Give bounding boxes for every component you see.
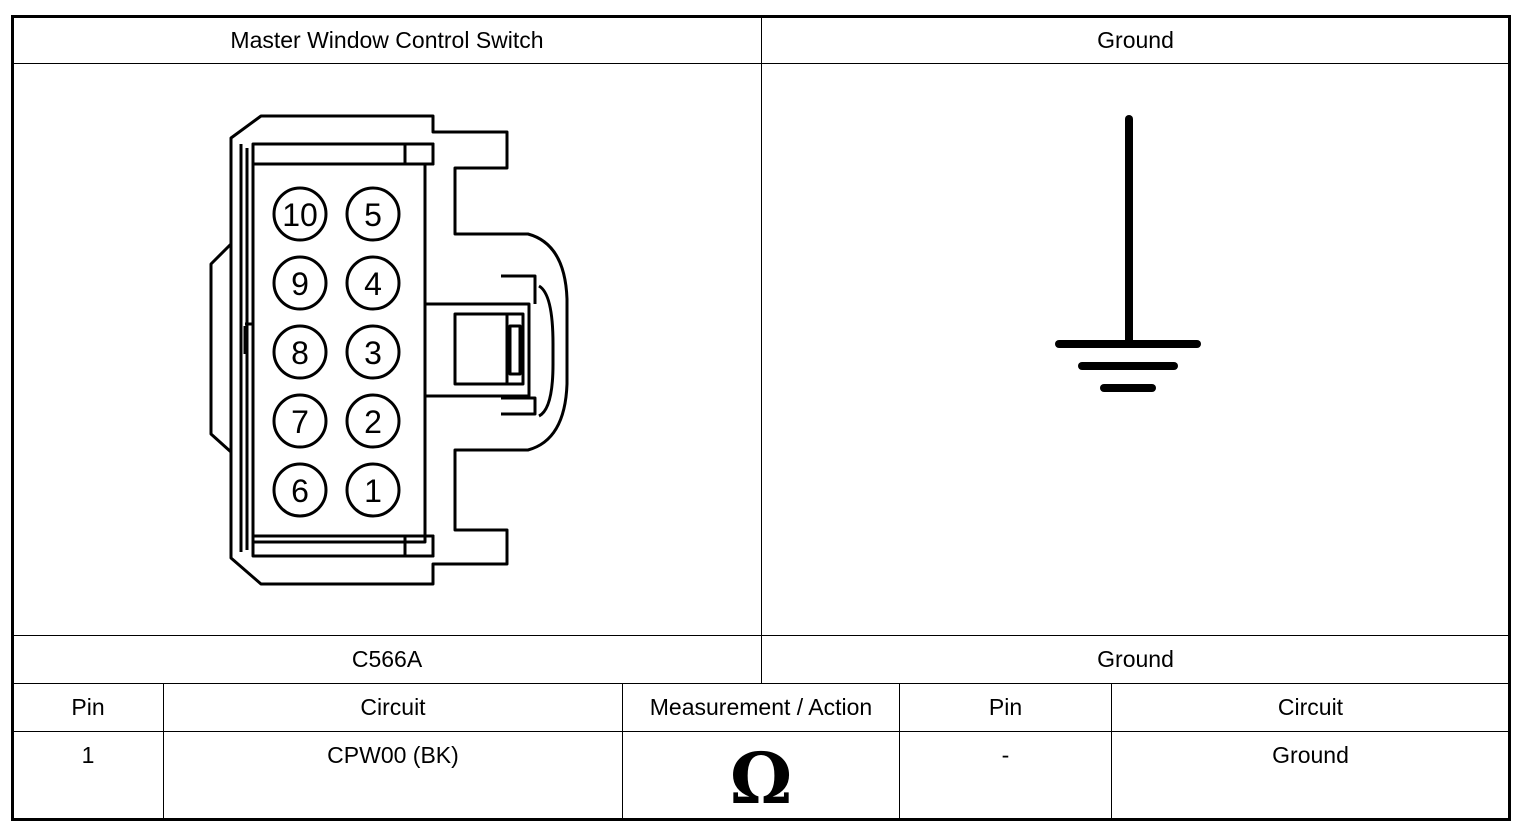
- pin-label: 2: [364, 404, 382, 440]
- connector-icon: 10 9 8 7 6 5 4 3 2 1: [209, 114, 569, 586]
- column-header-circuit: Circuit: [360, 694, 426, 720]
- diagram-frame: [11, 15, 1511, 821]
- divider: [1111, 683, 1112, 819]
- connector-title: Master Window Control Switch: [230, 26, 544, 53]
- column-header-circuit: Circuit: [1277, 694, 1344, 720]
- pin-label: 10: [282, 197, 318, 233]
- table-cell-pin: -: [1001, 742, 1010, 768]
- pin-label: 6: [291, 473, 309, 509]
- pin-label: 7: [291, 404, 309, 440]
- pin-label: 8: [291, 335, 309, 371]
- column-header-measurement: Measurement / Action: [649, 694, 873, 720]
- ground-symbol-icon: [1055, 115, 1201, 392]
- divider: [163, 683, 164, 819]
- connector-id: C566A: [351, 646, 423, 672]
- divider: [899, 683, 900, 819]
- pin-label: 9: [291, 266, 309, 302]
- ground-diagram: [762, 64, 1509, 635]
- table-cell-circuit: CPW00 (BK): [327, 742, 459, 768]
- ohm-symbol: Ω: [729, 736, 793, 820]
- ohm-icon: Ω: [623, 732, 899, 819]
- ground-label: Ground: [1097, 646, 1174, 672]
- column-header-pin: Pin: [988, 694, 1023, 720]
- divider: [761, 17, 762, 683]
- divider: [13, 731, 1509, 732]
- connector-diagram: 10 9 8 7 6 5 4 3 2 1: [13, 64, 761, 635]
- ground-title: Ground: [1097, 26, 1174, 53]
- table-cell-pin: 1: [81, 742, 95, 768]
- table-cell-circuit: Ground: [1272, 742, 1349, 768]
- pin-label: 4: [364, 266, 382, 302]
- column-header-pin: Pin: [71, 694, 105, 720]
- divider: [13, 683, 1509, 684]
- pin-label: 3: [364, 335, 382, 371]
- pin-label: 5: [364, 197, 382, 233]
- pin-label: 1: [364, 473, 382, 509]
- divider: [622, 683, 623, 819]
